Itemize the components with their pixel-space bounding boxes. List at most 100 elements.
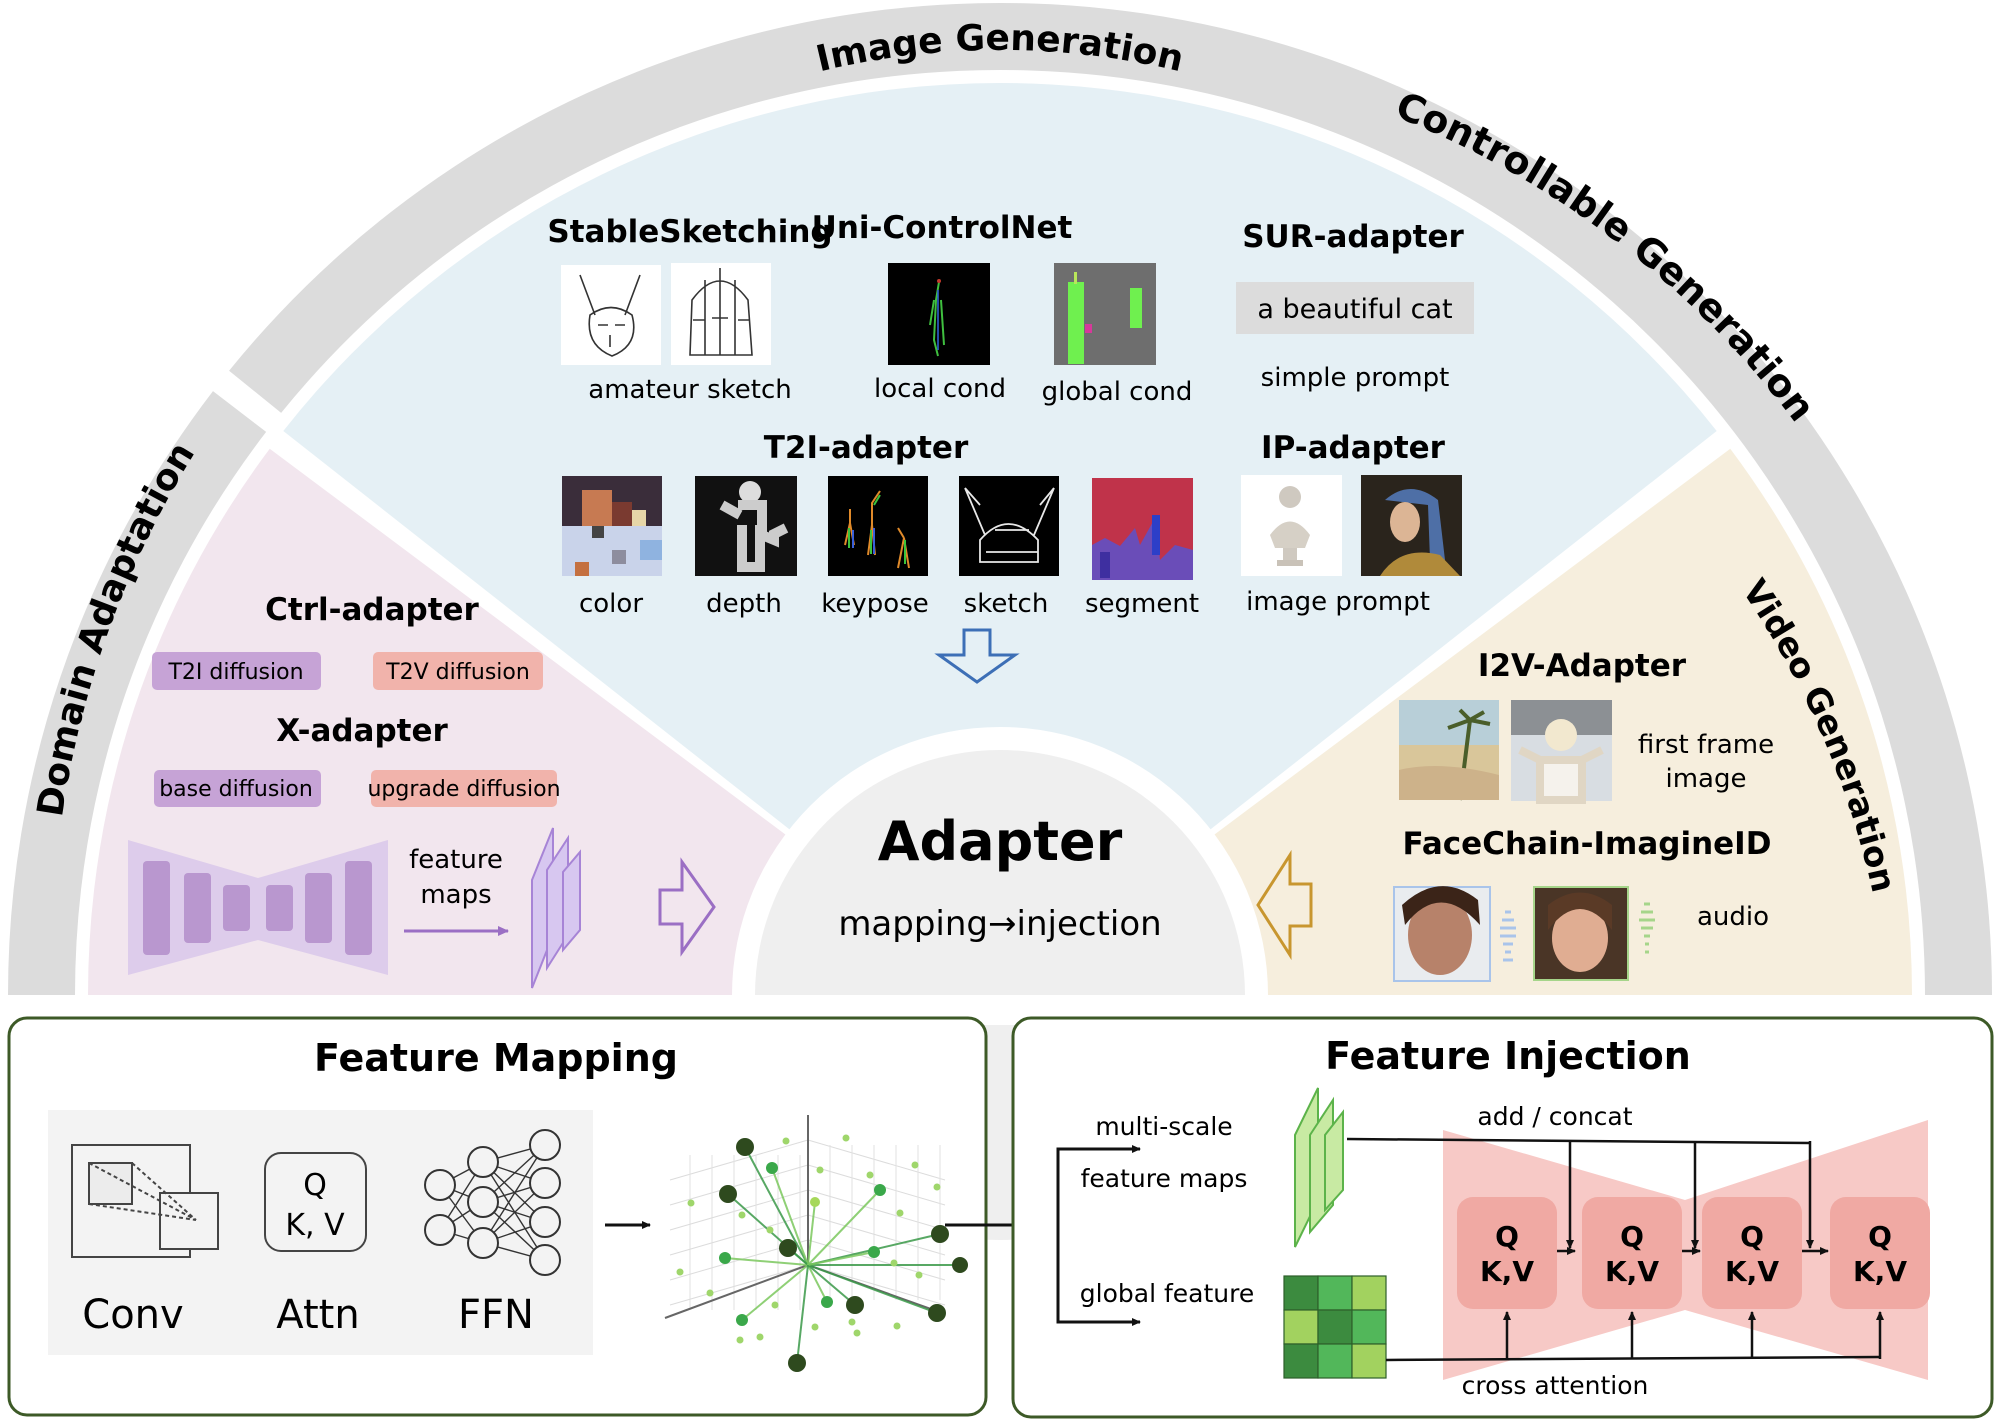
ctrl-adapter-group: Ctrl-adapter T2I diffusion T2V diffusion (152, 592, 543, 690)
ffn-neuron (467, 1227, 499, 1259)
embedding-point (931, 1225, 949, 1243)
feature-mapping-title: Feature Mapping (314, 1036, 678, 1080)
tag-upgrade-diffusion-text: upgrade diffusion (367, 777, 560, 802)
prompt-box (1236, 282, 1474, 334)
grid-line (669, 1189, 809, 1231)
embedding-point (719, 1252, 731, 1264)
embedding-point (810, 1197, 820, 1207)
attn-label: Attn (276, 1292, 359, 1338)
embedding-vector (741, 1264, 809, 1321)
qkv-block-bg (1830, 1197, 1930, 1309)
qkv-block: QK,V (1582, 1197, 1682, 1309)
embedding-point (719, 1185, 737, 1203)
cat-sketch-thumbnail (561, 265, 661, 365)
ip-adapter-caption: image prompt (1246, 587, 1430, 617)
embedding-vector (724, 1257, 809, 1266)
global-cond-thumbnail (1054, 263, 1156, 365)
embedding-point (771, 1301, 779, 1309)
center-title: Adapter (878, 810, 1123, 873)
embedding-vector (796, 1264, 809, 1364)
grid-line (807, 1139, 946, 1181)
right-arrow-icon (658, 857, 716, 957)
left-arrow-icon (1256, 849, 1313, 961)
embedding-vector (807, 1251, 875, 1266)
outer-ring (8, 2, 1993, 996)
sur-adapter-title: SUR-adapter (1242, 219, 1464, 255)
grid-line (807, 1164, 946, 1206)
ffn-neuron (424, 1214, 456, 1246)
ctrl-adapter-title: Ctrl-adapter (265, 592, 479, 628)
embedding-point (811, 1323, 819, 1331)
qkv-block-q: Q (1740, 1220, 1764, 1253)
embedding-point (911, 1161, 919, 1169)
multi-scale-label-line1: multi-scale (1095, 1112, 1232, 1141)
uni-controlnet-group: Uni-ControlNet local cond global cond (812, 210, 1193, 407)
x-adapter-title: X-adapter (276, 713, 448, 749)
embedding-point (933, 1183, 941, 1191)
embedding-point (866, 1171, 874, 1179)
embedding-point (736, 1314, 748, 1326)
global-feature-cell (1283, 1309, 1319, 1345)
tag-t2v-diffusion-text: T2V diffusion (385, 660, 530, 685)
conv-icon (71, 1144, 219, 1258)
stable-sketching-title: StableSketching (547, 214, 832, 250)
grid-line (807, 1214, 946, 1256)
tag-t2v-diffusion (373, 652, 543, 690)
conv-label: Conv (82, 1292, 183, 1338)
grid-line (669, 1164, 809, 1206)
keypose-caption: keypose (821, 589, 928, 619)
ffn-icon (424, 1129, 561, 1276)
embedding-point (846, 1296, 864, 1314)
embedding-point (756, 1333, 764, 1341)
ffn-neuron (529, 1244, 561, 1276)
global-feature-cell (1351, 1309, 1387, 1345)
embedding-point (779, 1239, 797, 1257)
embedding-point (868, 1246, 880, 1258)
global-feature-cell (1283, 1275, 1319, 1311)
global-cond-caption: global cond (1042, 377, 1193, 407)
embedding-point (848, 1318, 856, 1326)
uni-controlnet-title: Uni-ControlNet (812, 210, 1073, 246)
embedding-point (893, 1322, 901, 1330)
embedding-vector (807, 1264, 828, 1303)
keypose-thumbnail (828, 476, 928, 576)
embedding-vector (807, 1264, 938, 1314)
embedding-point (915, 1271, 923, 1279)
grid-line (669, 1264, 809, 1306)
qkv-block-q: Q (1620, 1220, 1644, 1253)
attn-kv-text: K, V (285, 1208, 345, 1243)
x-adapter-group: X-adapter base diffusion upgrade diffusi… (154, 713, 561, 807)
feature-injection-title: Feature Injection (1325, 1034, 1691, 1078)
global-feature-grid-icon (1283, 1275, 1387, 1379)
global-feature-cell (1283, 1343, 1319, 1379)
sketch-thumbnail (959, 476, 1059, 576)
embedding-point (736, 1138, 754, 1156)
sur-adapter-caption: simple prompt (1261, 363, 1450, 393)
embedding-point (928, 1304, 946, 1322)
i2v-caption-line1: first frame (1638, 730, 1774, 760)
local-cond-thumbnail (888, 263, 990, 365)
embedding-point (842, 1134, 850, 1142)
ffn-neuron (529, 1206, 561, 1238)
qkv-block-kv: K,V (1853, 1255, 1907, 1288)
global-feature-cell (1351, 1343, 1387, 1379)
multi-scale-feature-maps-icon (1294, 1087, 1344, 1248)
ffn-edge (482, 1144, 546, 1244)
ffn-neuron (467, 1146, 499, 1178)
down-arrow-icon (934, 628, 1020, 684)
grid-line (807, 1189, 946, 1231)
segment-caption: segment (1085, 589, 1199, 619)
facechain-group: FaceChain-ImagineID (1393, 826, 1771, 982)
qkv-block-kv: K,V (1480, 1255, 1534, 1288)
ring-controllable-generation (229, 2, 1993, 996)
grid-line (669, 1139, 809, 1181)
tag-upgrade-diffusion (371, 770, 557, 807)
prompt-box-text: a beautiful cat (1257, 294, 1452, 325)
qkv-block: QK,V (1830, 1197, 1930, 1309)
cross-attention-label: cross attention (1462, 1371, 1649, 1400)
face-thumbnail-1 (1393, 886, 1491, 982)
color-caption: color (579, 589, 643, 619)
feature-maps-label-line1: feature (409, 845, 503, 875)
embedding-point (952, 1257, 968, 1273)
